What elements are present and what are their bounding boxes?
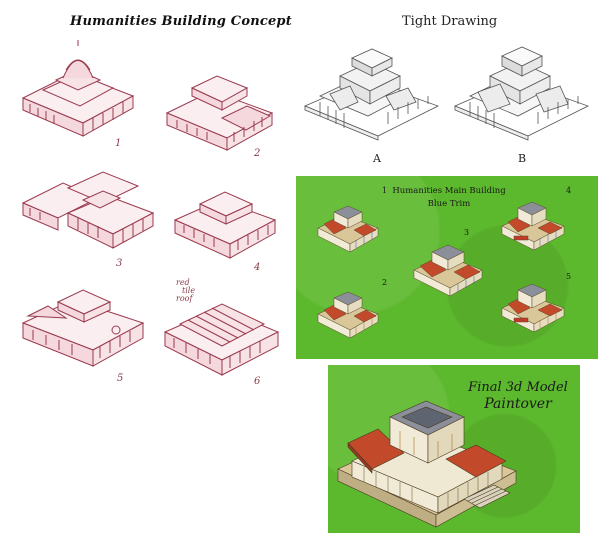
variant-4-model	[501, 201, 565, 251]
blue-trim-title-line2: Blue Trim	[427, 199, 471, 209]
sketch-3-number: 3	[116, 258, 123, 269]
sketch-4-number: 4	[254, 262, 261, 273]
variant-4-number: 4	[566, 186, 572, 195]
blue-trim-panel: Humanities Main Building Blue Trim 1 2 3…	[296, 176, 598, 359]
variant-3-number: 3	[464, 228, 470, 237]
tight-drawing-title: Tight Drawing	[402, 14, 498, 29]
sketch-2-building	[165, 75, 274, 151]
variant-1-number: 1	[382, 186, 388, 195]
final-model-render	[337, 400, 517, 528]
sketch-4-building	[173, 191, 277, 259]
variant-5-model	[501, 283, 565, 333]
sketch-5-building	[21, 289, 145, 367]
variant-5-number: 5	[566, 272, 572, 281]
final-caption-line1: Final 3d Model	[468, 380, 568, 395]
note-line-red: red	[176, 278, 190, 287]
final-model-caption: Final 3d Model Paintover	[458, 379, 578, 413]
sketch-3-building	[21, 171, 155, 249]
tight-label-b: B	[518, 152, 527, 165]
sketch-1-domed-building	[21, 40, 135, 137]
sketch-6-number: 6	[254, 376, 261, 387]
red-tile-roof-note: red tile roof	[176, 279, 195, 303]
blue-trim-title: Humanities Main Building Blue Trim	[374, 185, 524, 211]
variant-2-number: 2	[382, 278, 388, 287]
sketch-1-number: 1	[115, 138, 122, 149]
variant-3-model	[413, 244, 483, 297]
concept-title: Humanities Building Concept	[70, 14, 292, 29]
note-line-roof: roof	[176, 294, 193, 303]
final-caption-line2: Paintover	[484, 396, 552, 412]
final-model-panel: Final 3d Model Paintover	[328, 365, 580, 533]
sketch-2-number: 2	[254, 148, 261, 159]
variant-2-model	[317, 291, 379, 339]
tight-label-a: A	[373, 152, 381, 165]
note-line-tile: tile	[182, 286, 196, 295]
blue-trim-title-line1: Humanities Main Building	[392, 186, 506, 196]
tight-drawing-b	[453, 46, 590, 141]
sketch-5-number: 5	[117, 373, 124, 384]
sketch-6-building	[163, 303, 280, 376]
variant-1-model	[317, 205, 379, 253]
tight-drawing-a	[303, 48, 440, 141]
